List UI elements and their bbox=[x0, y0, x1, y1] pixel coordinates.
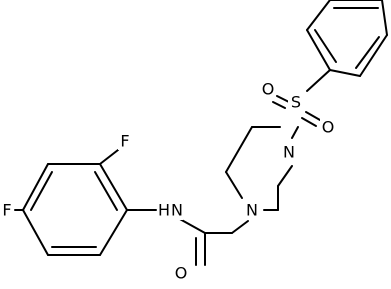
bond-ar3-ar4-inner bbox=[30, 171, 53, 211]
label-bg-F-ortho bbox=[118, 132, 132, 150]
bond-pipN4-C5 bbox=[277, 165, 293, 187]
label-bg-S bbox=[288, 93, 304, 111]
bond-pipN4-S bbox=[291, 126, 299, 139]
atom-F-para: F bbox=[2, 201, 11, 220]
atom-sulfur: S bbox=[291, 93, 301, 112]
bond-ph5-ph6 bbox=[359, 34, 388, 77]
label-bg-amide-NH bbox=[157, 200, 183, 220]
bond-ar2-F bbox=[99, 149, 119, 165]
bond-CH2-pipN1 bbox=[231, 220, 249, 234]
bond-ph1-ph2-inner bbox=[314, 29, 337, 63]
bond-S-O-left-double bbox=[272, 101, 286, 109]
atom-piperazine-N1: N bbox=[246, 201, 258, 220]
atom-sulfonyl-O-left: O bbox=[262, 80, 275, 99]
bond-N-carbonylC bbox=[177, 217, 206, 234]
bond-ar1-ar2-inner bbox=[94, 171, 118, 211]
bonds bbox=[14, 0, 388, 266]
bond-ar6-ar1 bbox=[99, 209, 128, 256]
atom-labels: F F H N O N N S O O bbox=[0, 80, 336, 283]
bond-ph5-ph6-inner bbox=[355, 36, 380, 69]
bond-S-O-right bbox=[305, 111, 321, 121]
atom-amide-O: O bbox=[175, 264, 188, 283]
bond-S-phenyl bbox=[306, 69, 331, 92]
bond-ar3-ar4 bbox=[22, 163, 49, 211]
label-bg-pip-N1 bbox=[244, 201, 260, 219]
bond-ph4-ph5 bbox=[381, 0, 388, 36]
atom-sulfonyl-O-right: O bbox=[322, 118, 335, 137]
bond-ph1-ph2 bbox=[306, 29, 331, 71]
bond-S-O-right-double bbox=[301, 117, 317, 127]
atom-F-ortho: F bbox=[120, 132, 129, 151]
atom-amide-N: N bbox=[171, 201, 183, 220]
label-bg-pip-N4 bbox=[281, 143, 297, 161]
label-bg-O-right bbox=[320, 118, 336, 136]
atom-amide-H: H bbox=[158, 201, 170, 220]
label-bg-F-para bbox=[0, 201, 14, 219]
label-bg-amide-O bbox=[173, 265, 189, 283]
bond-ar1-ar2 bbox=[99, 163, 128, 211]
label-bg-O-left bbox=[260, 80, 276, 98]
bond-ph6-ph1 bbox=[329, 69, 361, 77]
bond-S-O-left bbox=[276, 95, 290, 103]
bond-pipN1-C2 bbox=[225, 171, 243, 199]
bond-C2-C3 bbox=[225, 126, 253, 173]
bond-ph2-ph3 bbox=[306, 0, 331, 31]
atom-piperazine-N4: N bbox=[283, 143, 295, 162]
bond-ar4-ar5 bbox=[22, 209, 49, 256]
